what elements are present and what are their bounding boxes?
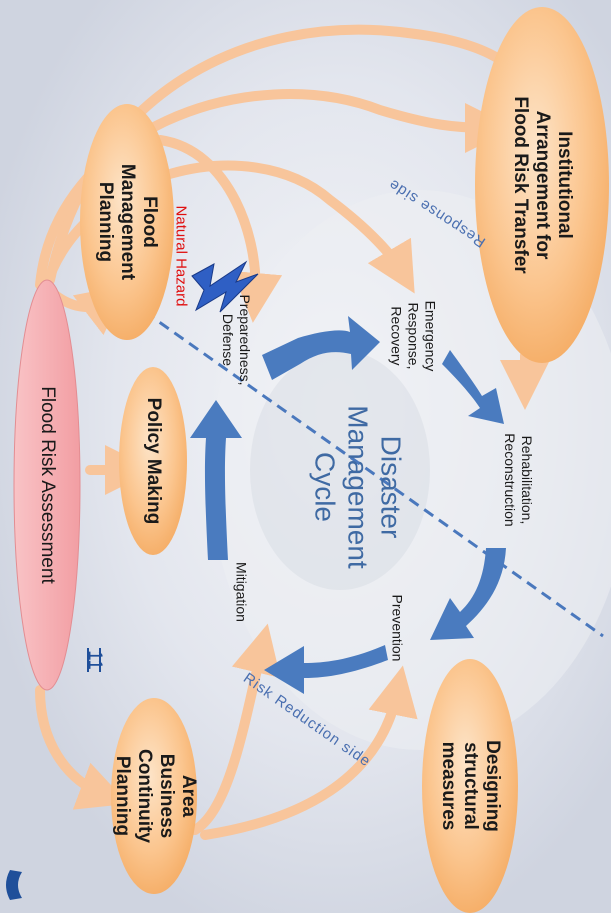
arrow-bcp-to-mitigation: [190, 623, 281, 835]
policy-making-node: [119, 367, 187, 555]
natural-hazard-label: Natural Hazard: [172, 205, 190, 307]
divider-line: [144, 310, 604, 638]
lightning-icon: [191, 260, 259, 313]
stage-rehabilitation: Rehabilitation, Reconstruction: [502, 433, 535, 527]
stage-mitigation: Mitigation: [233, 562, 250, 622]
area-bcp-node: [111, 698, 197, 894]
institutional-arrangement-label: Institutional Arrangement for Flood Risk…: [510, 96, 575, 274]
institutional-arrangement-node: [475, 7, 609, 363]
arrow-bcp-to-prevention: [200, 665, 418, 840]
stage-emergency: Emergency Response, Recovery: [388, 300, 439, 372]
cycle-arrow-mitigation-to-preparedness: [190, 400, 242, 560]
stage-prevention: Prevention: [389, 594, 406, 662]
cycle-arrow-prevention-to-mitigation: [264, 645, 388, 694]
area-bcp-label: Area Business Continuity Planning: [112, 749, 199, 843]
flood-management-planning-node: [80, 104, 174, 340]
flood-management-planning-label: Flood Management Planning: [95, 163, 160, 281]
cycle-arrows: [190, 316, 506, 694]
cycle-title: Disaster Management Cycle: [309, 405, 407, 569]
policy-making-label: Policy Making: [143, 397, 164, 525]
background-center-shadow: [250, 350, 430, 590]
cycle-arrow-rehabilitation-to-prevention: [430, 548, 506, 640]
arrow-assessment-to-bcp: [35, 685, 129, 810]
flood-risk-assessment-node: [13, 279, 81, 691]
page-marker: 11: [84, 650, 105, 670]
stage-preparedness: Preparedness, Defense: [220, 294, 253, 386]
flood-risk-assessment-label: Flood Risk Assessment: [37, 386, 58, 584]
logo-mark: [6, 870, 22, 900]
designing-structural-node: [422, 659, 518, 913]
cycle-arrow-preparedness-to-emergency: [262, 316, 380, 380]
cycle-arrow-emergency-to-rehabilitation: [442, 350, 504, 424]
arrow-assessment-to-institutional: [35, 89, 515, 290]
